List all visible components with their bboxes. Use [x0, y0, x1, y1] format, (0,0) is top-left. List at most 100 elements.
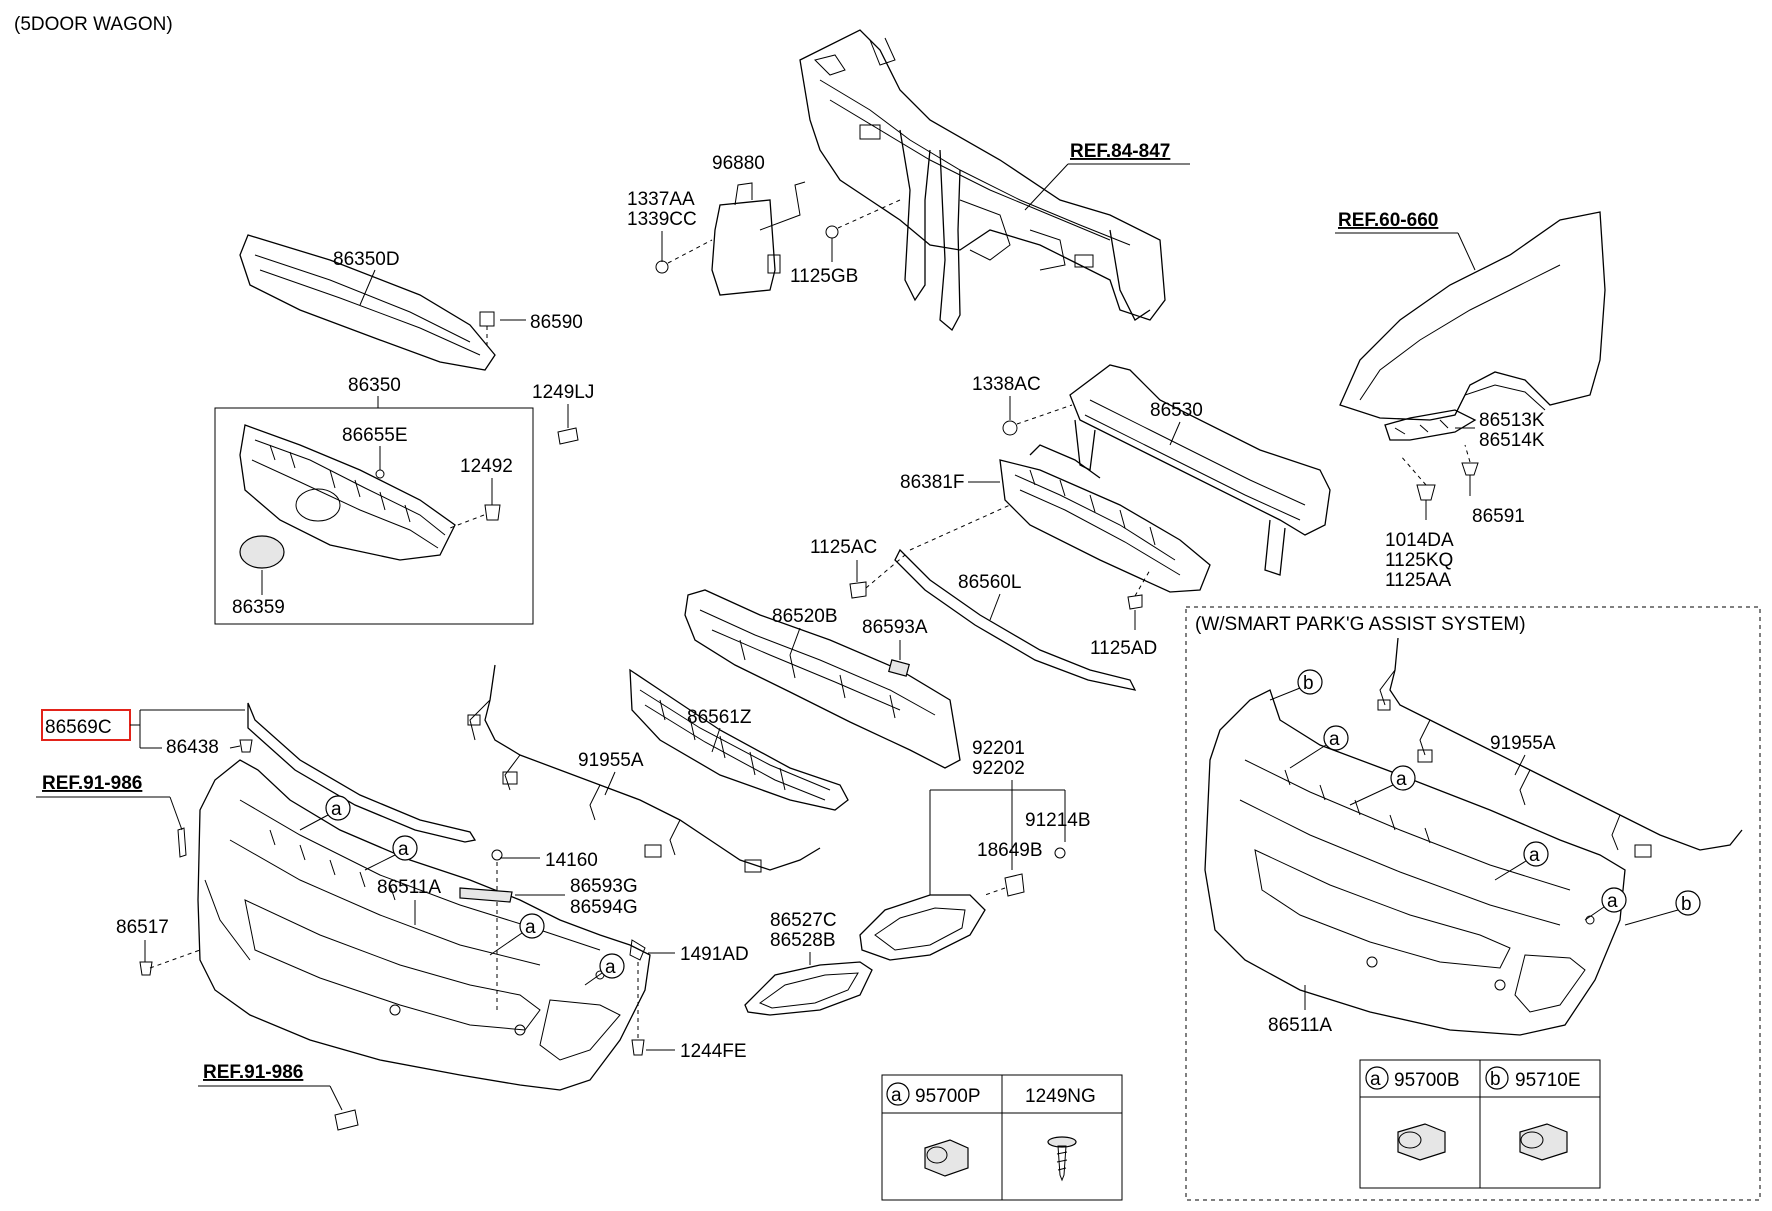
- marker-a-3: [519, 913, 545, 939]
- label-1337AA: 1337AA: [627, 189, 695, 210]
- label-86530: 86530: [1150, 400, 1203, 421]
- label-96880: 96880: [712, 153, 765, 174]
- screw-1249NG-icon: [1047, 1136, 1077, 1182]
- label-1125GB: 1125GB: [790, 266, 858, 287]
- label-1125AD: 1125AD: [1090, 638, 1157, 659]
- bolt-1125AC-icon: [849, 581, 867, 599]
- bumper-beam-86530: [1069, 364, 1331, 576]
- clip-14160-icon: [491, 849, 503, 861]
- inset-marker-b-2-text: b: [1681, 894, 1692, 915]
- screw-12492-icon: [484, 504, 501, 521]
- label-86528B: 86528B: [770, 930, 836, 951]
- label-86359: 86359: [232, 597, 285, 618]
- inset-marker-b-1-text: b: [1303, 673, 1314, 694]
- inset-marker-a-2-text: a: [1396, 769, 1407, 790]
- label-1249LJ: 1249LJ: [532, 382, 594, 403]
- label-91955A: 91955A: [578, 750, 644, 771]
- label-14160: 14160: [545, 850, 598, 871]
- trim-ref-91-986-icon: [177, 827, 187, 858]
- bolt-1249LJ-icon: [557, 427, 579, 445]
- nut-1337AA-icon: [655, 260, 669, 274]
- radiator-grille-86350: [239, 424, 456, 561]
- screw-1244FE-icon: [631, 1039, 645, 1056]
- label-1339CC: 1339CC: [627, 209, 697, 230]
- bulb-18649B-icon: [1004, 873, 1025, 897]
- fender-bracket-86513K: [1384, 409, 1477, 441]
- label-92201: 92201: [972, 738, 1025, 759]
- energy-absorber-86381F: [999, 444, 1211, 593]
- upper-grille-cover-86350D: [239, 234, 496, 371]
- front-fender-drawing: [1339, 211, 1606, 421]
- label-86561Z: 86561Z: [687, 707, 752, 728]
- inset-label-86511A: 86511A: [1268, 1015, 1332, 1036]
- bolt-1125AD-icon: [1127, 594, 1143, 610]
- legend-left-part-95700P: 95700P: [915, 1086, 981, 1107]
- inset-label-91955A: 91955A: [1490, 733, 1556, 754]
- inset-marker-b-2: [1675, 890, 1701, 916]
- legend-right-marker-b: b: [1490, 1069, 1501, 1090]
- label-86517: 86517: [116, 917, 169, 938]
- bumper-molding-86569C: [247, 702, 477, 843]
- control-module-96880: [711, 181, 806, 296]
- marker-a-4-text: a: [605, 957, 616, 978]
- label-92202: 92202: [972, 758, 1025, 779]
- bumper-stay-86560L: [894, 548, 1137, 691]
- label-86514K: 86514K: [1479, 430, 1545, 451]
- ref-91-986-upper[interactable]: REF.91-986: [42, 773, 142, 794]
- fog-lamp-cover-86527C: [744, 961, 873, 1016]
- grille-assembly-box: [214, 407, 534, 625]
- label-86569C[interactable]: 86569C: [45, 717, 112, 738]
- screw-86591-icon: [1461, 462, 1479, 476]
- ref-91-986-lower[interactable]: REF.91-986: [203, 1062, 303, 1083]
- label-1125KQ: 1125KQ: [1385, 550, 1453, 571]
- label-86513K: 86513K: [1479, 410, 1545, 431]
- ref-84-847[interactable]: REF.84-847: [1070, 141, 1170, 162]
- front-bumper-86511A: [197, 759, 651, 1091]
- inset-marker-a-2: [1390, 765, 1416, 791]
- foam-absorber-86520B: [684, 589, 961, 769]
- lower-grille-86561Z: [629, 668, 849, 811]
- label-1491AD: 1491AD: [680, 944, 749, 965]
- legend-left-part-1249NG: 1249NG: [1025, 1086, 1096, 1107]
- inset-marker-a-1: [1323, 725, 1349, 751]
- label-86527C: 86527C: [770, 910, 837, 931]
- marker-a-4: [599, 953, 625, 979]
- label-1338AC: 1338AC: [972, 374, 1041, 395]
- label-86593G: 86593G: [570, 876, 638, 897]
- clip-1491AD-icon: [629, 939, 646, 961]
- fog-lamp-bezel-92201: [859, 894, 986, 961]
- inset-marker-b-1: [1297, 669, 1323, 695]
- inset-marker-a-4: [1601, 887, 1627, 913]
- clip-86438-icon: [239, 739, 253, 753]
- nut-1338AC-icon: [1002, 420, 1018, 436]
- sensor-95700P-icon: [924, 1139, 969, 1177]
- label-1125AA: 1125AA: [1385, 570, 1452, 591]
- label-86511A: 86511A: [377, 877, 441, 898]
- legend-right-marker-a: a: [1370, 1069, 1381, 1090]
- legend-right-part-95710E: 95710E: [1515, 1070, 1581, 1091]
- cap-ref-91-986-icon: [334, 1109, 359, 1131]
- inset-marker-a-4-text: a: [1607, 891, 1618, 912]
- inset-front-bumper-86511A: [1204, 689, 1626, 1036]
- label-86350D: 86350D: [333, 249, 400, 270]
- label-91214B: 91214B: [1025, 810, 1091, 831]
- diagram-title: (5DOOR WAGON): [14, 14, 173, 35]
- inset-marker-a-3: [1523, 841, 1549, 867]
- label-86590: 86590: [530, 312, 583, 333]
- label-86591: 86591: [1472, 506, 1525, 527]
- inset-title: (W/SMART PARK'G ASSIST SYSTEM): [1195, 614, 1526, 635]
- marker-a-3-text: a: [525, 917, 536, 938]
- clip-86590-icon: [479, 311, 495, 327]
- label-86594G: 86594G: [570, 897, 638, 918]
- cowl-crossmember-drawing: [799, 29, 1166, 332]
- bumper-wiring-91955A: [467, 664, 821, 873]
- inset-marker-a-3-text: a: [1529, 845, 1540, 866]
- legend-right-part-95700B: 95700B: [1394, 1070, 1460, 1091]
- label-12492: 12492: [460, 456, 513, 477]
- inset-marker-a-1-text: a: [1329, 729, 1340, 750]
- legend-table-left: a 95700P 1249NG: [881, 1074, 1123, 1201]
- emblem-86359-icon: [239, 535, 285, 569]
- ref-60-660[interactable]: REF.60-660: [1338, 210, 1438, 231]
- marker-a-1-text: a: [331, 799, 342, 820]
